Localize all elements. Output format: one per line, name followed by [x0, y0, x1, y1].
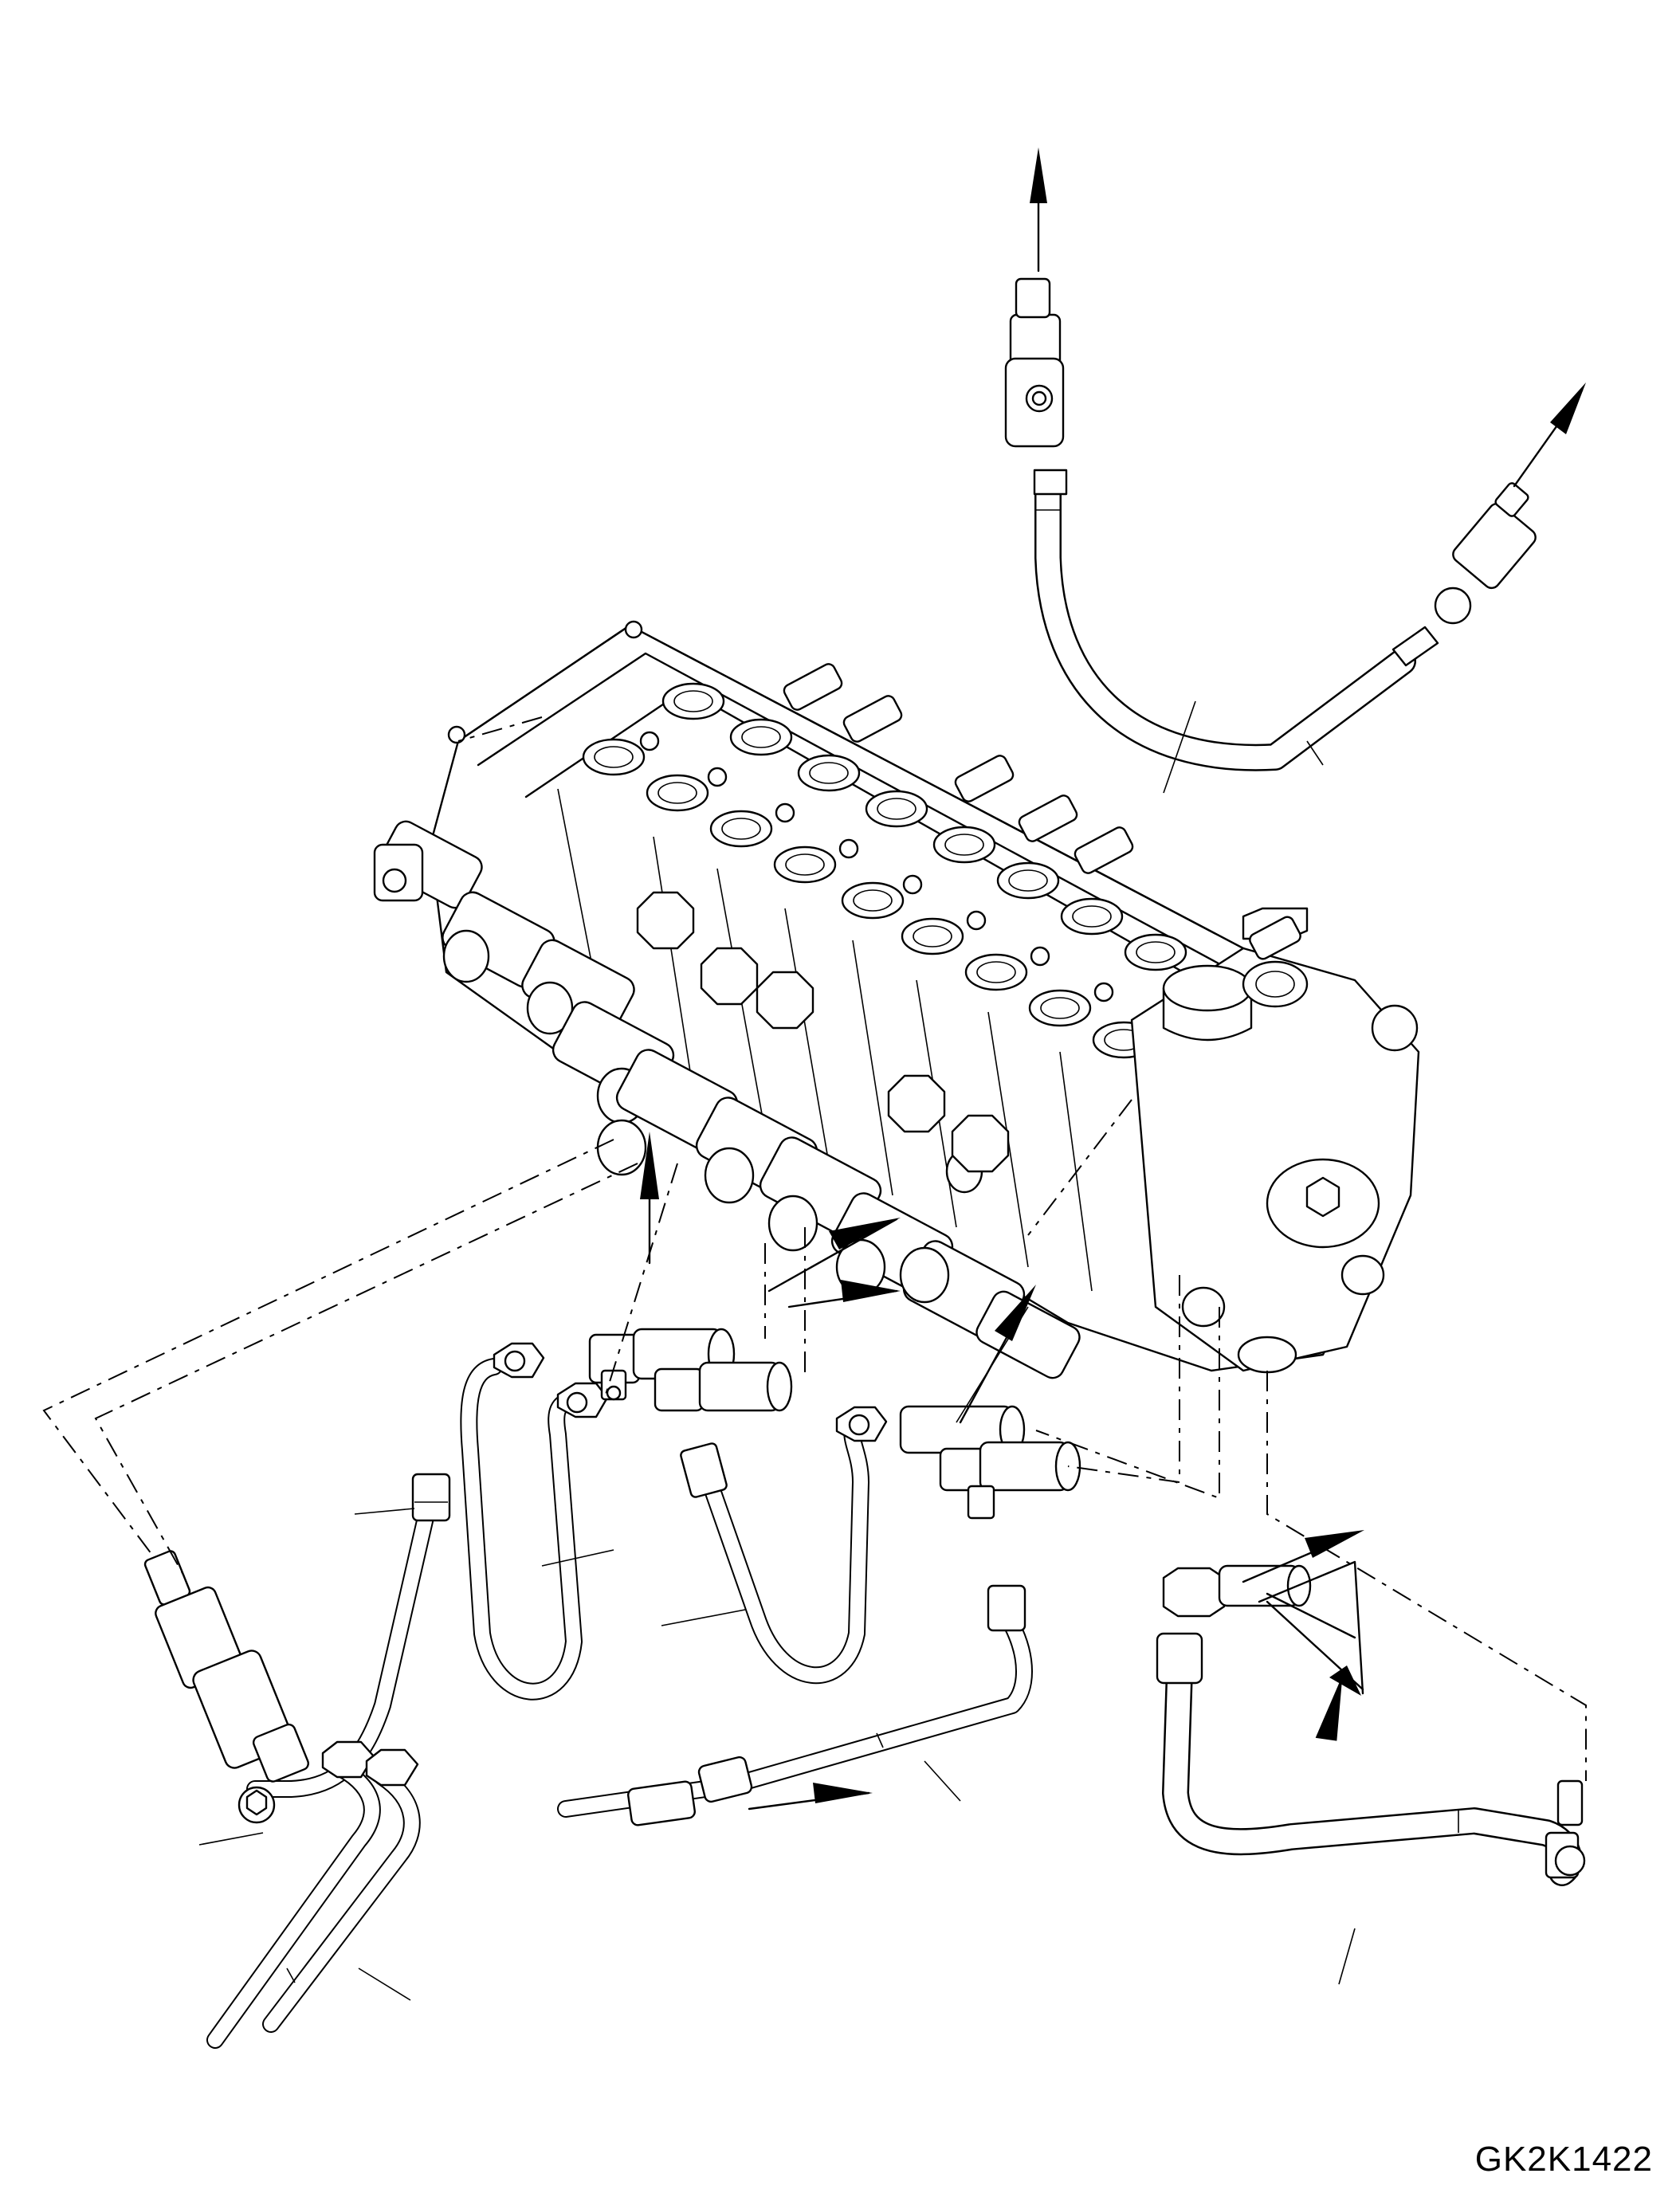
tee-fitting-lower	[899, 1405, 1081, 1520]
pipe-u-left	[460, 1342, 609, 1701]
leader-lines	[198, 700, 1356, 2001]
pipe-u-middle	[680, 1406, 888, 1685]
spool-caps	[378, 820, 1081, 1379]
flow-arrows	[640, 147, 1586, 1811]
pipe-bottom-left	[206, 1740, 421, 2049]
check-valve-left	[143, 1550, 309, 1824]
arrow-top-right	[1513, 383, 1586, 488]
hose-bottom-right	[1156, 1564, 1586, 1886]
arrow-middle-2	[787, 1280, 901, 1308]
hose-top-right	[1004, 277, 1537, 771]
arrow-left-up	[640, 1132, 659, 1265]
arrow-middle-3	[959, 1285, 1036, 1424]
drawing-code-label: GK2K1422	[1474, 2140, 1653, 2179]
dashed-connections	[42, 716, 1587, 1781]
arrow-bottom-right-up	[1242, 1530, 1364, 1583]
arrow-bottom-right	[1258, 1560, 1364, 1741]
tee-fitting-upper	[588, 1328, 793, 1412]
control-valve-block	[373, 620, 1420, 1379]
arrow-top-up	[1030, 147, 1047, 273]
top-fittings	[447, 620, 1301, 960]
arrow-middle-1	[767, 1218, 901, 1293]
arrow-bottom-center	[748, 1783, 873, 1811]
pipe-bottom-center	[557, 1584, 1033, 1826]
inlet-end-block	[1130, 907, 1420, 1374]
